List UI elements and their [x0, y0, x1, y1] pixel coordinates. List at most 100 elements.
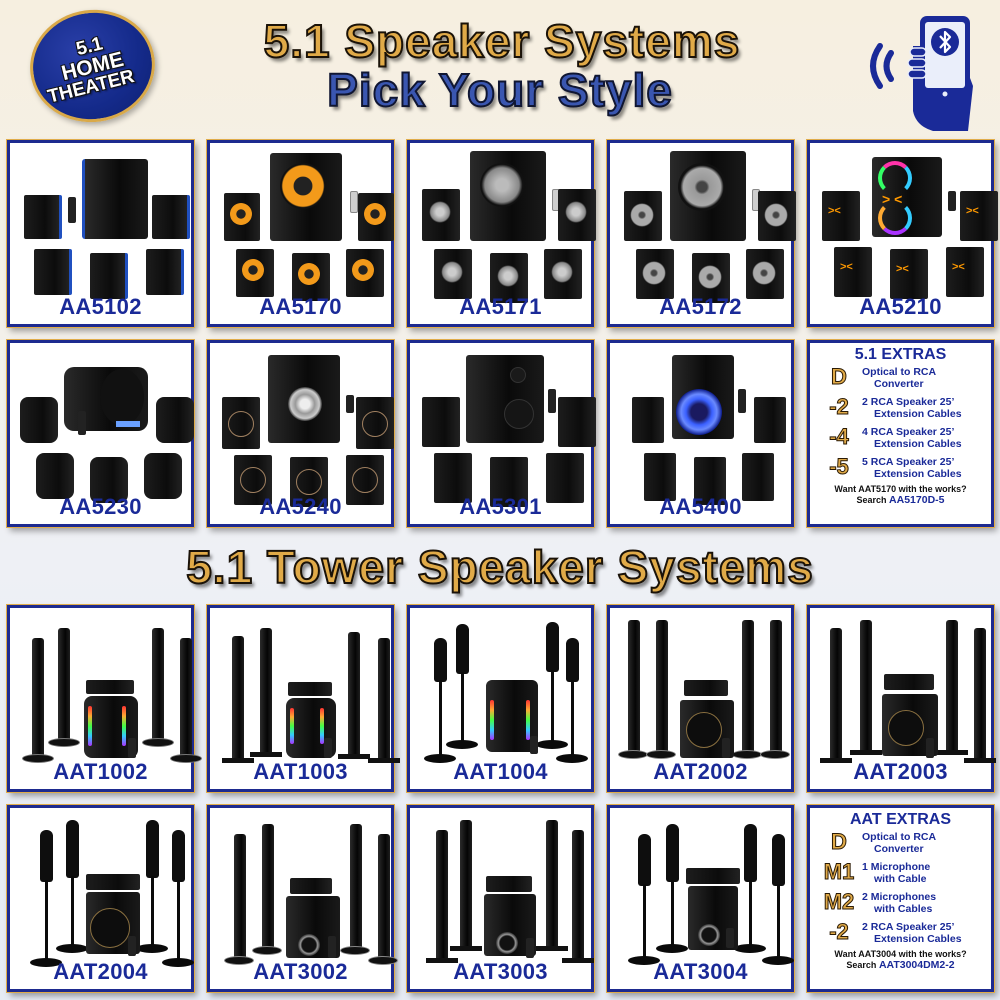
- extras-footer-sku: AA5170D-5: [889, 494, 945, 506]
- product-card-aa5102[interactable]: AA5102: [6, 139, 195, 328]
- product-image: [416, 149, 596, 303]
- product-card-aat3003[interactable]: AAT3003: [406, 804, 595, 993]
- extras-desc-line2: with Cables: [874, 903, 933, 915]
- product-card-aat2004[interactable]: AAT2004: [6, 804, 195, 993]
- product-image: [16, 614, 202, 763]
- product-card-aat2002[interactable]: AAT2002: [606, 604, 795, 793]
- extras-desc-line1: 4 RCA Speaker 25’: [862, 426, 955, 438]
- product-card-aa5301[interactable]: AA5301: [406, 339, 596, 528]
- extras-footer-search-label: Search: [856, 495, 887, 505]
- product-model-label: AA5301: [459, 494, 542, 519]
- product-model-label: AAT2004: [53, 959, 148, 984]
- product-model-label: AAT3003: [453, 959, 548, 984]
- product-card-aa5170[interactable]: AA5170: [206, 139, 395, 328]
- product-card-aat3002[interactable]: AAT3002: [206, 804, 398, 993]
- product-model-label: AA5172: [659, 294, 742, 319]
- product-image: [16, 149, 190, 299]
- product-card-aa5240[interactable]: AA5240: [206, 339, 395, 528]
- product-model-label: AA5230: [59, 494, 142, 519]
- extras-code: -4: [829, 424, 850, 450]
- product-model-label: AA5400: [659, 494, 742, 519]
- extras-code: -2: [829, 394, 850, 420]
- product-image: [416, 349, 596, 507]
- extras-footer-sku: AAT3004DM2-2: [878, 959, 955, 971]
- product-model-label: AAT2002: [653, 759, 748, 784]
- extras-heading: 5.1 EXTRAS: [854, 346, 947, 363]
- product-model-label: AA5210: [859, 294, 942, 319]
- extras-footer-search-label: Search: [846, 960, 877, 970]
- bluetooth-phone-icon: [870, 16, 973, 131]
- product-card-aat1003[interactable]: AAT1003: [206, 604, 400, 793]
- extras-desc-line1: Optical to RCA: [862, 366, 937, 378]
- product-image: [416, 814, 594, 963]
- extras-desc-line1: 2 RCA Speaker 25’: [862, 921, 955, 933]
- product-image: [216, 814, 398, 965]
- product-image: [216, 349, 394, 507]
- product-card-aa5210[interactable]: > < >< >< >< >< >< AA5210: [806, 139, 998, 328]
- extras-desc-line2: with Cable: [874, 873, 927, 885]
- product-image: [416, 614, 588, 763]
- extras-code: D: [831, 364, 848, 390]
- page-subtitle: Pick Your Style: [326, 63, 673, 117]
- tower-section-title: 5.1 Tower Speaker Systems: [185, 540, 814, 594]
- extras-desc-line2: Converter: [874, 843, 924, 855]
- extras-code: -2: [829, 919, 850, 945]
- extras-desc-line1: 2 Microphones: [862, 891, 937, 903]
- extras-desc-line2: Converter: [874, 378, 924, 390]
- product-model-label: AAT1002: [53, 759, 148, 784]
- extras-desc-line2: Extension Cables: [874, 468, 962, 480]
- product-card-aa5400[interactable]: AA5400: [606, 339, 795, 528]
- extras-code: M1: [823, 859, 855, 885]
- product-model-label: AA5102: [59, 294, 142, 319]
- extras-desc-line1: 5 RCA Speaker 25’: [862, 456, 955, 468]
- product-model-label: AAT2003: [853, 759, 948, 784]
- extras-footer: Want AAT5170 with the works? Search AA51…: [816, 484, 985, 506]
- product-model-label: AAT1004: [453, 759, 548, 784]
- product-card-aa5230[interactable]: AA5230: [6, 339, 195, 528]
- product-model-label: AAT3002: [253, 959, 348, 984]
- extras-desc-line1: Optical to RCA: [862, 831, 937, 843]
- extras-desc-line2: Extension Cables: [874, 933, 962, 945]
- extras-desc-line2: Extension Cables: [874, 408, 962, 420]
- extras-item: -4 4 RCA Speaker 25’Extension Cables: [816, 424, 985, 454]
- product-model-label: AA5171: [459, 294, 542, 319]
- product-image: [16, 814, 194, 967]
- product-image: [216, 149, 394, 301]
- extras-desc-line2: Extension Cables: [874, 438, 962, 450]
- extras-footer-line: Want AAT3004 with the works?: [834, 949, 967, 959]
- product-image: [616, 814, 794, 965]
- extras-desc-line1: 1 Microphone: [862, 861, 931, 873]
- product-image: [816, 614, 996, 763]
- product-card-aat3004[interactable]: AAT3004: [606, 804, 795, 993]
- product-image: [616, 614, 790, 759]
- extras-item: -5 5 RCA Speaker 25’Extension Cables: [816, 454, 985, 484]
- extras-heading: AAT EXTRAS: [849, 811, 952, 828]
- page-title: 5.1 Speaker Systems: [263, 14, 741, 68]
- product-card-aat1002[interactable]: AAT1002: [6, 604, 202, 793]
- product-card-aa5172[interactable]: AA5172: [606, 139, 796, 328]
- product-image: [616, 349, 786, 505]
- extras-code: -5: [829, 454, 850, 480]
- product-model-label: AAT3004: [653, 959, 748, 984]
- product-model-label: AAT1003: [253, 759, 348, 784]
- product-card-aat1004[interactable]: AAT1004: [406, 604, 595, 793]
- extras-item: -2 2 RCA Speaker 25’Extension Cables: [816, 394, 985, 424]
- product-card-aa5171[interactable]: AA5171: [406, 139, 596, 328]
- extras-footer: Want AAT3004 with the works? Search AAT3…: [816, 949, 985, 971]
- product-card-aat2003[interactable]: AAT2003: [806, 604, 996, 793]
- extras-desc-line1: 2 RCA Speaker 25’: [862, 396, 955, 408]
- extras-item: -2 2 RCA Speaker 25’Extension Cables: [816, 919, 985, 949]
- product-image: [616, 149, 796, 303]
- product-image: [16, 349, 194, 503]
- extras-footer-line: Want AAT5170 with the works?: [834, 484, 967, 494]
- product-image: > < >< >< >< >< ><: [816, 149, 998, 299]
- product-image: [216, 614, 400, 763]
- extras-code: M2: [823, 889, 855, 915]
- product-model-label: AA5170: [259, 294, 342, 319]
